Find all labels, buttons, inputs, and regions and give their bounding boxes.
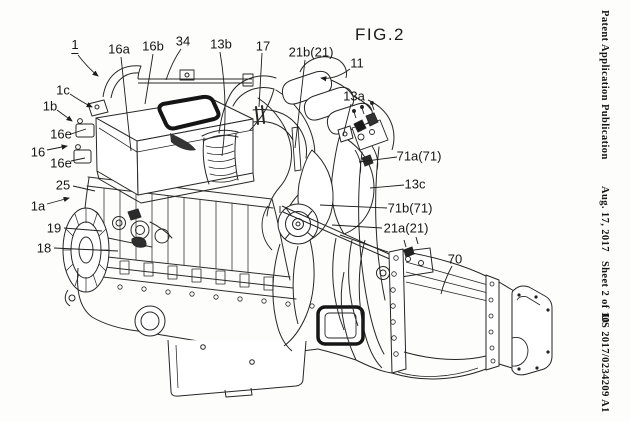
ref-16e-lower: 16e <box>50 157 72 170</box>
air-cleaner <box>74 66 254 203</box>
turbocharger <box>262 204 318 250</box>
ref-1: 1 <box>71 38 78 54</box>
ref-71a: 71a(71) <box>397 150 442 163</box>
header-doc-number: US 2017/0234209 A1 <box>599 314 610 413</box>
ref-13b: 13b <box>210 38 232 51</box>
header-date-sheet: Aug. 17, 2017 Sheet 2 of 10 <box>599 186 610 323</box>
ref-25: 25 <box>56 179 70 192</box>
ref-13c: 13c <box>405 178 426 191</box>
ref-34: 34 <box>176 35 190 48</box>
ref-1c: 1c <box>56 84 70 97</box>
ref-13a: 13a <box>343 90 365 103</box>
ref-16e-upper: 16e <box>50 128 72 141</box>
ref-16: 16 <box>31 146 45 159</box>
ref-21a: 21a(21) <box>384 222 429 235</box>
ref-1b: 1b <box>43 100 57 113</box>
crank-damper <box>63 208 109 306</box>
ref-16a: 16a <box>108 43 130 56</box>
ref-1a: 1a <box>31 200 45 213</box>
ref-70: 70 <box>448 253 462 266</box>
ref-16b: 16b <box>142 40 164 53</box>
ref-71b: 71b(71) <box>388 202 433 215</box>
ref-17: 17 <box>256 40 270 53</box>
ref-19: 19 <box>47 222 61 235</box>
oil-pan <box>78 238 392 397</box>
figure-title: FIG.2 <box>355 25 405 45</box>
ref-21b: 21b(21) <box>289 46 334 59</box>
header-publication: Patent Application Publication <box>599 10 610 160</box>
ref-11: 11 <box>350 57 364 70</box>
ref-18: 18 <box>37 242 51 255</box>
transmission <box>340 235 552 379</box>
